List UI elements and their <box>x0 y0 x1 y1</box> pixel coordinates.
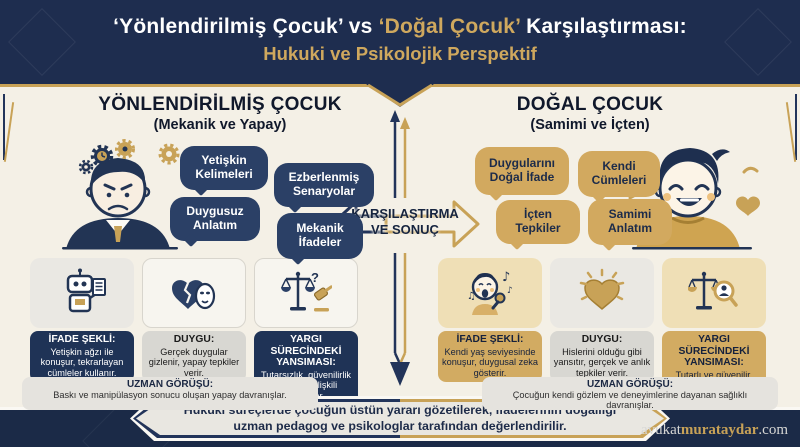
scales-gavel-icon: ? <box>254 258 358 328</box>
title-part-natural: ‘Doğal Çocuk’ <box>378 15 521 38</box>
svg-text:♫: ♫ <box>467 291 476 302</box>
radiant-heart-icon <box>550 258 654 328</box>
card-title: İFADE ŞEKLİ: <box>456 334 524 345</box>
speech-bubble: Ezberlenmiş Senaryolar <box>274 163 374 207</box>
expert-opinion-right: UZMAN GÖRÜŞÜ: Çocuğun kendi gözlem ve de… <box>482 377 778 410</box>
edge-line <box>795 94 797 160</box>
expert-body: Çocuğun kendi gözlem ve deneyimlerine da… <box>512 390 748 411</box>
page-subtitle: Hukuki ve Psikolojik Perspektif <box>263 43 537 64</box>
broken-heart-mask-icon <box>142 258 246 328</box>
left-heading-text: YÖNLENDİRİLMİŞ ÇOCUK <box>98 94 342 115</box>
card-body: Hislerini olduğu gibi yansıtır, gerçek v… <box>553 346 651 378</box>
card-body: Yetişkin ağzı ile konuşur, tekrarlayan c… <box>40 346 124 378</box>
site-prefix: avukat <box>640 422 681 438</box>
header-chevron-icon <box>366 84 434 107</box>
card-title: YARGI SÜRECİNDEKİ YANSIMASI: <box>270 334 342 369</box>
comparison-label: KARŞILAŞTIRMA VE SONUÇ <box>336 206 474 237</box>
site-suffix: .com <box>758 422 788 438</box>
website-credit: avukatmurataydar.com <box>641 422 788 439</box>
card-title: YARGI SÜRECİNDEKİ YANSIMASI: <box>678 334 750 369</box>
heart-icon <box>736 196 760 216</box>
edge-line <box>3 102 15 162</box>
robot-icon <box>30 258 134 328</box>
scales-magnifier-icon <box>662 258 766 328</box>
gear-icon <box>78 159 94 175</box>
card-left-emotion: DUYGU: Gerçek duygular gizlenir, yapay t… <box>142 258 246 382</box>
speech-bubble: Duygularını Doğal İfade <box>475 147 569 195</box>
expert-title: UZMAN GÖRÜŞÜ: <box>586 379 674 390</box>
card-text-box: İFADE ŞEKLİ: Kendi yaş seviyesinde konuş… <box>438 331 542 382</box>
speech-bubble: Mekanik İfadeler <box>277 213 363 259</box>
right-heading-text: DOĞAL ÇOCUK <box>516 94 664 115</box>
card-title: DUYGU: <box>581 334 623 345</box>
left-column-heading: YÖNLENDİRİLMİŞ ÇOCUK (Mekanik ve Yapay) <box>60 94 380 133</box>
card-right-emotion: DUYGU: Hislerini olduğu gibi yansıtır, g… <box>550 258 654 382</box>
speech-bubble: Samimi Anlatım <box>588 199 672 245</box>
center-axis-lower <box>390 253 410 386</box>
title-part-directed: ‘Yönlendirilmiş Çocuk’ <box>113 15 343 38</box>
speech-bubble: Kendi Cümleleri <box>578 151 660 197</box>
card-left-expression: İFADE ŞEKLİ: Yetişkin ağzı ile konuşur, … <box>30 258 134 382</box>
gear-icon <box>115 139 135 159</box>
card-right-judicial: YARGI SÜRECİNDEKİ YANSIMASI: Tutarlı ve … <box>662 258 766 405</box>
comparison-label-line1: KARŞILAŞTIRMA <box>351 206 459 221</box>
title-vs: vs <box>342 15 379 38</box>
edge-line <box>3 94 5 160</box>
gear-icon <box>90 144 114 168</box>
speech-bubble: Duygusuz Anlatım <box>170 197 260 241</box>
expert-body: Baskı ve manipülasyon sonucu oluşan yapa… <box>53 390 287 400</box>
directed-child-illustration <box>62 139 185 250</box>
card-title: DUYGU: <box>173 334 215 345</box>
gear-icon <box>158 143 180 165</box>
card-text-box: DUYGU: Hislerini olduğu gibi yansıtır, g… <box>550 331 654 382</box>
page-title: ‘Yönlendirilmiş Çocuk’ vs ‘Doğal Çocuk’ … <box>0 15 800 39</box>
expert-opinion-left: UZMAN GÖRÜŞÜ: Baskı ve manipülasyon sonu… <box>22 377 318 410</box>
svg-text:?: ? <box>311 270 319 285</box>
card-text-box: DUYGU: Gerçek duygular gizlenir, yapay t… <box>142 331 246 382</box>
card-left-judicial: ? YARGI SÜRECİNDEKİ YANSIMASI: Tutarsızl… <box>254 258 358 405</box>
comparison-label-line2: VE SONUÇ <box>371 221 439 237</box>
svg-text:♪: ♪ <box>507 286 513 296</box>
right-subheading-text: (Samimi ve İçten) <box>530 117 650 133</box>
site-name: murataydar <box>680 422 759 438</box>
header-banner: ‘Yönlendirilmiş Çocuk’ vs ‘Doğal Çocuk’ … <box>0 0 800 87</box>
expert-title: UZMAN GÖRÜŞÜ: <box>126 379 214 390</box>
card-body: Kendi yaş seviyesinde konuşur, duygusal … <box>441 346 539 378</box>
title-part-comparison: Karşılaştırması: <box>520 15 687 38</box>
card-text-box: İFADE ŞEKLİ: Yetişkin ağzı ile konuşur, … <box>30 331 134 382</box>
speech-bubble: İçten Tepkiler <box>496 200 580 244</box>
speech-bubble: Yetişkin Kelimeleri <box>180 146 268 190</box>
card-title: İFADE ŞEKLİ: <box>48 334 116 345</box>
left-subheading-text: (Mekanik ve Yapay) <box>153 117 287 133</box>
right-column-heading: DOĞAL ÇOCUK (Samimi ve İçten) <box>440 94 740 133</box>
card-right-expression: ♪ ♫ ♪ İFADE ŞEKLİ: Kendi yaş seviyesinde… <box>438 258 542 382</box>
svg-text:♪: ♪ <box>502 270 510 285</box>
card-body: Gerçek duygular gizlenir, yapay tepkiler… <box>148 346 240 378</box>
singing-child-icon: ♪ ♫ ♪ <box>438 258 542 328</box>
center-axis-upper <box>390 110 410 198</box>
